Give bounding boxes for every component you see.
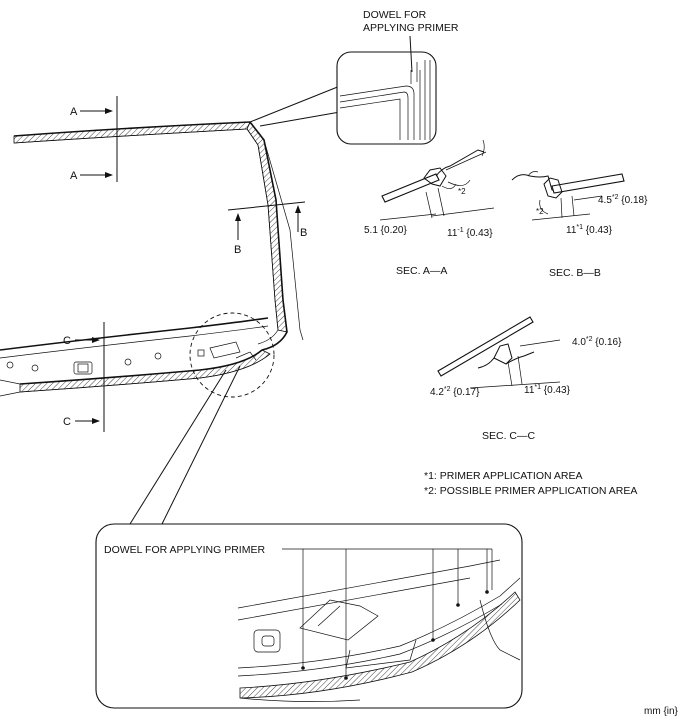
marker-a-bottom: A: [70, 170, 78, 182]
top-detail-callout: DOWEL FOR APPLYING PRIMER: [249, 9, 459, 145]
section-aa-diagram: *2 5.1 {0.20} 11-1 {0.43} SEC. A—A: [364, 139, 495, 277]
section-line-c: C C: [63, 322, 105, 432]
dowel-bottom-label: DOWEL FOR APPLYING PRIMER: [104, 544, 265, 556]
bb-bottom-dimension: 11*1 {0.43}: [566, 224, 613, 236]
note-possible-primer-area: *2: POSSIBLE PRIMER APPLICATION AREA: [424, 485, 637, 497]
aa-bottom-dimension: 11-1 {0.43}: [447, 227, 493, 239]
windshield-body-outline: [0, 121, 304, 397]
top-dowel-leader: [409, 35, 413, 73]
bottom-detail-callout: DOWEL FOR APPLYING PRIMER: [95, 312, 523, 709]
top-detail-glass-edge: [339, 60, 431, 140]
sec-bb-label: SEC. B—B: [549, 267, 601, 279]
sec-cc-label: SEC. C—C: [482, 430, 536, 442]
note-primer-area: *1: PRIMER APPLICATION AREA: [424, 470, 583, 482]
section-bb-diagram: *2 4.5*2 {0.18} 11*1 {0.43} SEC. B—B: [511, 171, 648, 279]
cc-bottom-dimension: 11*1 {0.43}: [524, 384, 571, 396]
marker-b-left: B: [234, 244, 241, 256]
units-label: mm {in}: [644, 706, 679, 717]
section-line-b: B B: [227, 201, 307, 256]
dowel-top-label-2: APPLYING PRIMER: [363, 22, 459, 34]
marker-c-bottom: C: [63, 416, 71, 428]
marker-a-top: A: [70, 106, 78, 118]
marker-b-right: B: [300, 227, 307, 239]
cc-left-dimension: 4.2*2 {0.17}: [430, 386, 480, 398]
section-cc-diagram: 4.0*2 {0.16} 4.2*2 {0.17} 11*1 {0.43} SE…: [430, 316, 622, 442]
sec-aa-label: SEC. A—A: [396, 265, 447, 277]
marker-c-top: C: [63, 335, 71, 347]
dowel-top-label-1: DOWEL FOR: [363, 9, 427, 21]
bb-angle-mark: *2: [536, 207, 544, 216]
aa-left-dimension: 5.1 {0.20}: [364, 225, 407, 236]
bb-right-dimension: 4.5*2 {0.18}: [598, 194, 648, 206]
section-line-a: A A: [70, 96, 118, 182]
aa-angle-mark: *2: [458, 187, 466, 196]
cc-top-dimension: 4.0*2 {0.16}: [572, 336, 622, 348]
